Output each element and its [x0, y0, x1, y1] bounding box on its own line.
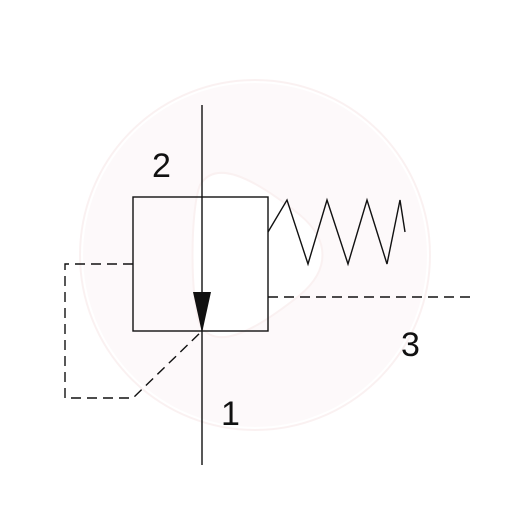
spring-icon [267, 197, 406, 267]
pilot-line [64, 263, 203, 399]
port-label-3: 3 [401, 326, 420, 364]
play-logo-icon [79, 79, 431, 431]
port-label-1: 1 [221, 395, 240, 433]
arrow-down-icon [193, 292, 211, 333]
port-label-2: 2 [152, 147, 171, 185]
